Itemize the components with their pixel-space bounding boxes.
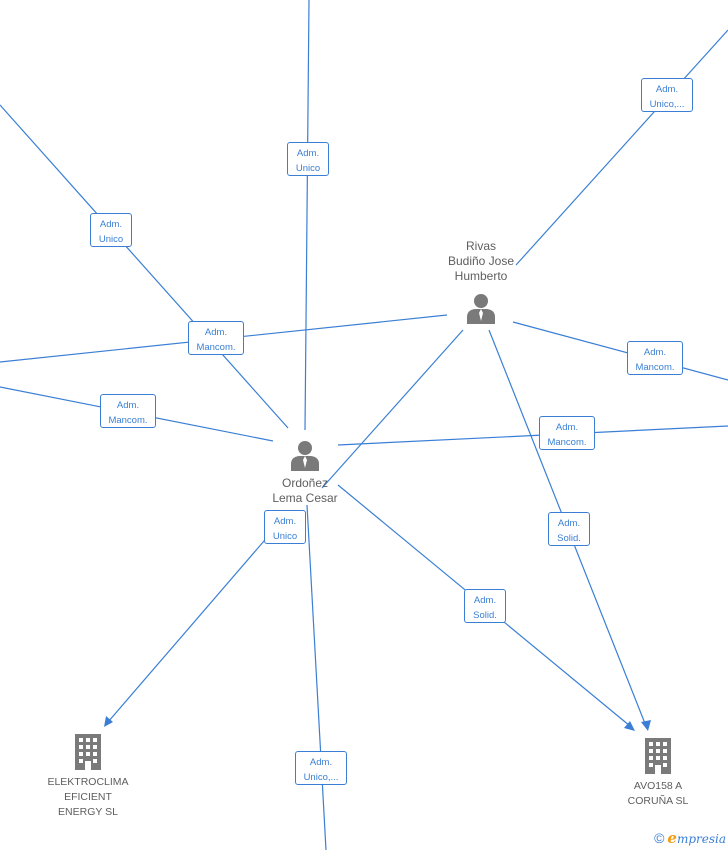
role-label-adm-unico[interactable]: Adm.Unico [90, 213, 132, 247]
role-label-adm-solid[interactable]: Adm.Solid. [548, 512, 590, 546]
role-label-adm-mancom[interactable]: Adm.Mancom. [188, 321, 244, 355]
edge-ordonez-topleft [0, 104, 289, 429]
person-node-ordonez[interactable]: Ordoñez Lema Cesar [260, 440, 350, 506]
edge-ordonez-top [304, 0, 310, 431]
role-label-adm-unico[interactable]: Adm.Unico [264, 510, 306, 544]
edge-rivas-right [512, 321, 728, 381]
company-node-avo158[interactable]: AVO158 A CORUÑA SL [608, 738, 708, 809]
edge-ordonez-elektroclima [107, 511, 290, 723]
role-label-adm-solid[interactable]: Adm.Solid. [464, 589, 506, 623]
arrowhead-elektroclima [104, 716, 113, 727]
building-icon [75, 734, 101, 770]
person-name-line: Humberto [454, 269, 508, 283]
role-label-adm-mancom[interactable]: Adm.Mancom. [627, 341, 683, 375]
company-name-line: ENERGY SL [58, 806, 118, 818]
arrowheads [104, 716, 651, 731]
company-name-line: AVO158 A [633, 780, 683, 792]
company-name-line: EFICIENT [64, 791, 112, 803]
brand-logo: empresia [667, 829, 726, 847]
role-label-adm-unico-more[interactable]: Adm.Unico,... [641, 78, 693, 112]
company-node-elektroclima[interactable]: ELEKTROCLIMA EFICIENT ENERGY SL [38, 734, 138, 820]
company-name-line: ELEKTROCLIMA [47, 776, 129, 788]
person-node-rivas[interactable]: Rivas Budiño Jose Humberto [436, 239, 526, 325]
role-label-adm-mancom[interactable]: Adm.Mancom. [100, 394, 156, 428]
edge-ordonez-bottom [306, 504, 327, 850]
role-label-adm-unico-more[interactable]: Adm.Unico,... [295, 751, 347, 785]
person-name-line: Rivas [465, 239, 496, 253]
copyright-icon: © [654, 830, 665, 846]
role-label-adm-mancom[interactable]: Adm.Mancom. [539, 416, 595, 450]
person-name-line: Budiño Jose [447, 254, 515, 268]
company-name-line: CORUÑA SL [627, 795, 689, 807]
person-name-line: Lema Cesar [272, 491, 338, 505]
edge-rivas-ordonez [321, 329, 464, 489]
building-icon [645, 738, 671, 774]
edge-ordonez-right [337, 425, 728, 446]
person-icon [291, 441, 319, 471]
arrowhead-avo158-b [641, 720, 651, 731]
edge-rivas-topright [515, 29, 728, 266]
arrowhead-avo158-a [624, 721, 635, 731]
role-label-adm-unico[interactable]: Adm.Unico [287, 142, 329, 176]
brand-footer: ©empresia [654, 829, 726, 847]
person-name-line: Ordoñez [281, 476, 329, 490]
person-icon [467, 294, 495, 324]
